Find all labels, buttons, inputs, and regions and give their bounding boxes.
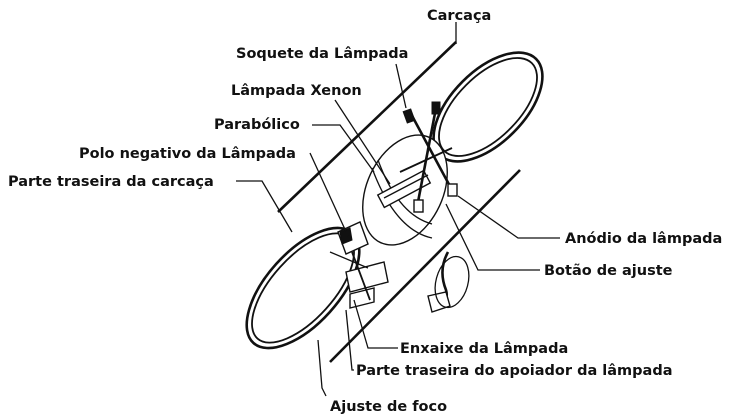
- label-parabolico: Parabólico: [214, 117, 300, 133]
- label-carcaca: Carcaça: [427, 8, 491, 24]
- label-parte-traseira-carcaca: Parte traseira da carcaça: [8, 174, 214, 190]
- lamp-holder-bracket: [329, 221, 389, 309]
- label-anodio-lampada: Anódio da lâmpada: [565, 231, 722, 247]
- lamp-socket-wiring: [399, 101, 458, 213]
- adjustment-knob: [427, 251, 470, 313]
- xenon-lamp: [376, 169, 432, 209]
- label-botao-ajuste: Botão de ajuste: [544, 263, 673, 279]
- label-soquete-lampada: Soquete da Lâmpada: [236, 46, 408, 62]
- leader-lines: [236, 22, 560, 397]
- label-lampada-xenon: Lâmpada Xenon: [231, 83, 362, 99]
- label-polo-negativo: Polo negativo da Lâmpada: [79, 146, 296, 162]
- label-enxaixe-lampada: Enxaixe da Lâmpada: [400, 341, 568, 357]
- label-ajuste-foco: Ajuste de foco: [330, 399, 447, 415]
- label-parte-traseira-apoiador: Parte traseira do apoiador da lâmpada: [356, 363, 673, 379]
